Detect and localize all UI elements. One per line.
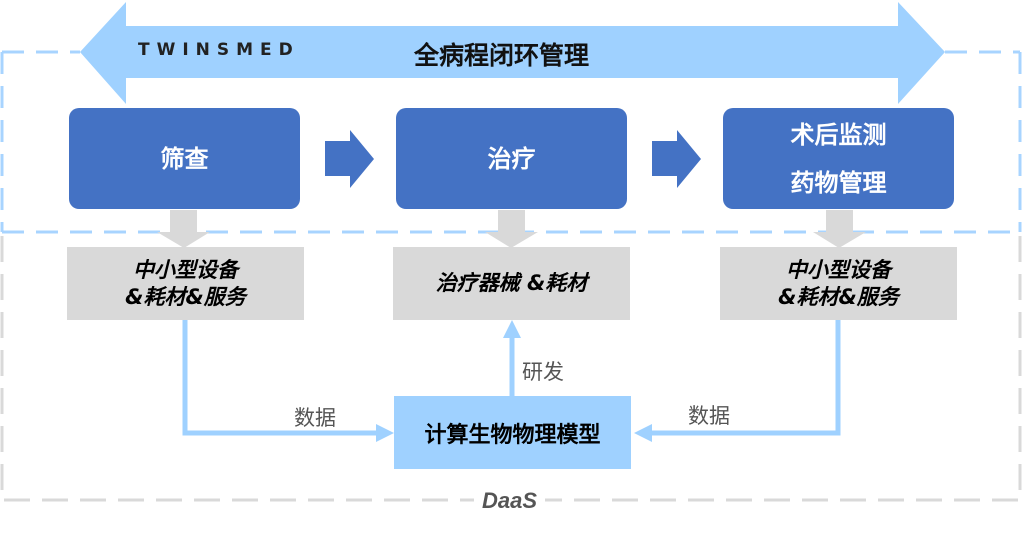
- products-postop-line-1: 中小型设备: [786, 257, 891, 282]
- arrow-screening-to-treatment: [325, 130, 374, 188]
- left-data-arrowhead: [376, 424, 394, 442]
- lifecycle-region-border: [0, 50, 1022, 234]
- stage-postop-label-1: 术后监测: [790, 120, 887, 149]
- left-data-label: 数据: [294, 406, 336, 430]
- stage-treatment: 治疗: [396, 108, 627, 209]
- stage-screening-label: 筛查: [160, 144, 209, 173]
- right-data-arrowhead: [634, 424, 652, 442]
- rnd-arrowhead: [503, 320, 521, 338]
- arrow-treatment-to-postop: [652, 130, 701, 188]
- twinsmed-logo: TWINSMED: [138, 40, 300, 60]
- products-treatment: 治疗器械 &耗材: [393, 247, 630, 320]
- computational-model-label: 计算生物物理模型: [424, 422, 601, 448]
- stage-postop-label-2: 药物管理: [790, 168, 887, 197]
- right-data-flow: [648, 320, 841, 436]
- products-postop-line-2: &耗材&服务: [778, 284, 899, 309]
- products-screening: 中小型设备 &耗材&服务: [67, 247, 304, 320]
- rnd-label: 研发: [522, 360, 564, 384]
- products-postop: 中小型设备 &耗材&服务: [720, 247, 957, 320]
- arrow-treatment-to-products: [485, 210, 538, 248]
- banner-title: 全病程闭环管理: [414, 41, 590, 70]
- computational-model-box: 计算生物物理模型: [394, 396, 631, 469]
- arrow-screening-to-products: [157, 210, 210, 248]
- stage-screening: 筛查: [69, 108, 300, 209]
- stage-postop: 术后监测 药物管理: [723, 108, 954, 209]
- stage-treatment-label: 治疗: [487, 144, 536, 173]
- daas-label: DaaS: [474, 488, 546, 514]
- lifecycle-banner-arrow: [80, 2, 945, 104]
- products-screening-line-1: 中小型设备: [133, 257, 238, 282]
- products-treatment-line-1: 治疗器械 &耗材: [435, 271, 588, 295]
- left-data-flow: [182, 320, 380, 436]
- products-screening-line-2: &耗材&服务: [125, 284, 246, 309]
- arrow-postop-to-products: [813, 210, 866, 248]
- right-data-label: 数据: [688, 404, 730, 428]
